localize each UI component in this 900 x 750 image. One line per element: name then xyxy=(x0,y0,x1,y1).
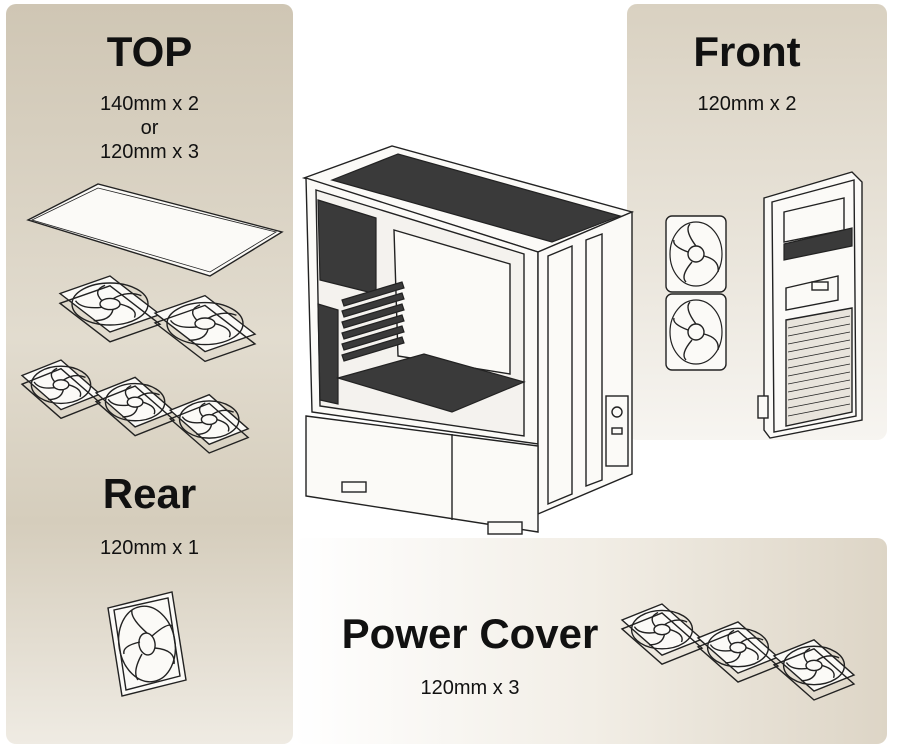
dust-filter-icon xyxy=(26,183,284,277)
top-spec-line1: 140mm x 2 xyxy=(100,93,199,115)
power-cover-spec: 120mm x 3 xyxy=(420,677,520,699)
rear-title: Rear xyxy=(102,470,197,517)
rear-spec: 120mm x 1 xyxy=(100,537,199,559)
front-spec: 120mm x 2 xyxy=(697,93,797,115)
power-cover-panel-bg xyxy=(293,538,887,744)
power-cover-title: Power Cover xyxy=(341,610,599,657)
top-spec-line2: or xyxy=(140,117,159,139)
top-fan-pair-icon xyxy=(58,275,257,363)
top-title: TOP xyxy=(106,28,193,75)
rear-fan-icon xyxy=(107,591,187,697)
front-fan-pair-icon xyxy=(665,215,727,371)
top-spec-line3: 120mm x 3 xyxy=(100,141,199,163)
top-fan-triple-icon xyxy=(20,359,250,454)
power-cover-fan-triple-icon xyxy=(620,603,856,701)
front-title: Front xyxy=(693,28,801,75)
pc-case-icon xyxy=(301,145,635,535)
front-panel-icon xyxy=(757,171,863,439)
